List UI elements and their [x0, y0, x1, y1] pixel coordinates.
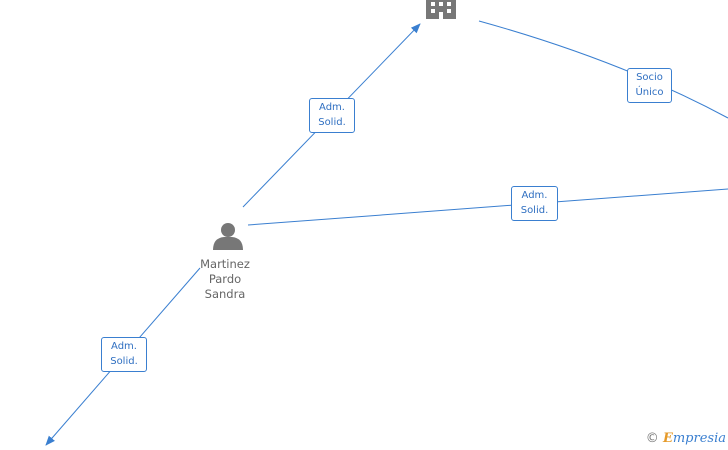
person-name[interactable]: Martinez Pardo Sandra [190, 257, 260, 302]
person-name-line: Martinez [200, 257, 250, 271]
edge-label-line: Único [635, 87, 664, 98]
edge-label-person-to-right[interactable]: Adm. Solid. [511, 186, 558, 221]
person-name-line: Pardo [208, 272, 242, 286]
edge-label-line: Adm. [111, 341, 137, 352]
edge-label-line: Solid. [318, 117, 346, 128]
person-name-line: Sandra [204, 287, 246, 301]
edge-label-line: Solid. [110, 356, 138, 367]
edge-top-company-to-right [478, 20, 728, 119]
building-icon[interactable] [426, 0, 456, 19]
edge-label-line: Adm. [319, 102, 345, 113]
brand-name: mpresia [672, 431, 726, 446]
empresia-watermark: © Empresia [646, 431, 726, 446]
edge-label-person-to-top-company[interactable]: Adm. Solid. [309, 98, 355, 133]
edge-label-line: Solid. [520, 205, 549, 216]
edge-person-to-right [247, 188, 728, 226]
edge-label-line: Adm. [521, 190, 548, 201]
brand-initial: E [662, 431, 673, 446]
copyright-symbol: © [645, 431, 659, 446]
edge-label-person-to-bottom-left[interactable]: Adm. Solid. [101, 337, 147, 372]
edge-label-line: Socio [636, 72, 663, 83]
edge-label-top-company-to-right[interactable]: Socio Único [627, 68, 672, 103]
person-icon[interactable] [213, 223, 243, 250]
